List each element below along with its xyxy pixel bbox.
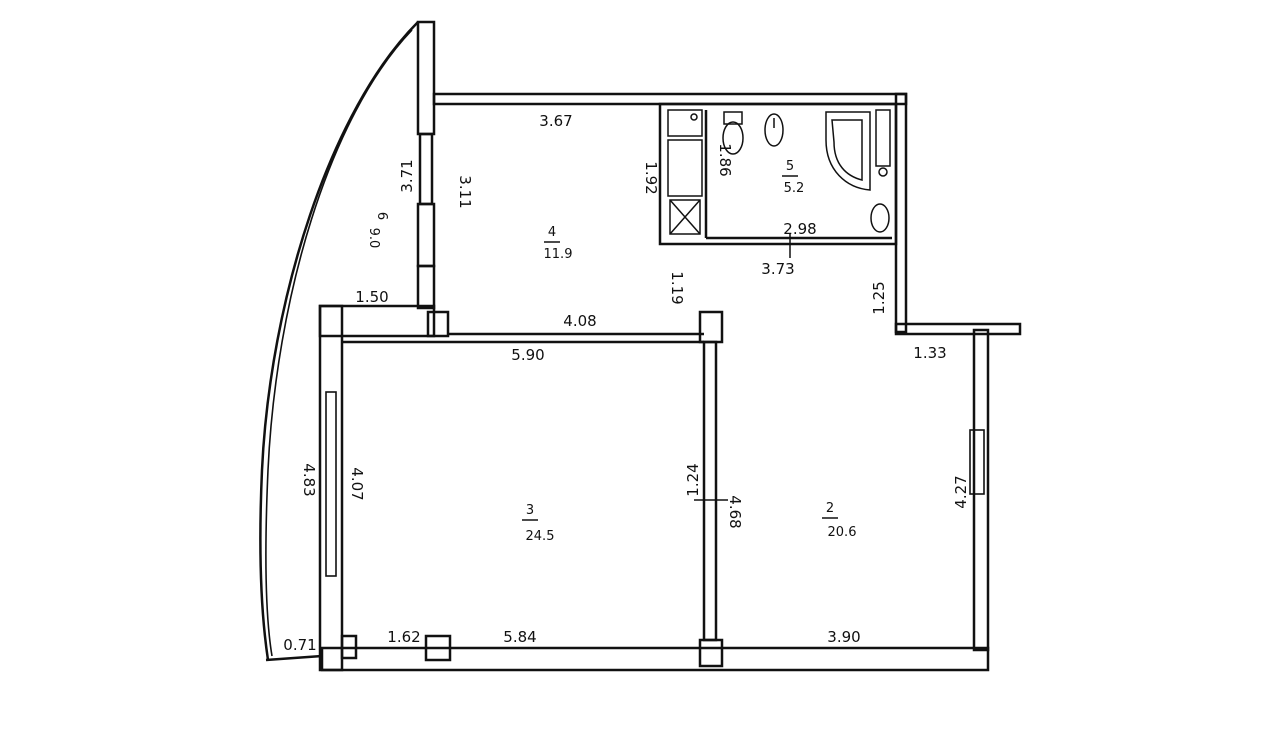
room-number-balcony: 6 (374, 212, 389, 220)
room-area-5: 5.2 (784, 181, 805, 196)
right-step-wall (894, 322, 1022, 336)
room-label-2: 2 20.6 (822, 501, 856, 540)
shower-cabinet (875, 109, 891, 167)
balcony-wall-mid (418, 132, 434, 206)
dim-left-inner: 4.07 (348, 467, 366, 500)
balcony-wall-bottom (416, 264, 436, 310)
top-wall (432, 92, 908, 106)
dim-partition-left: 1.24 (684, 463, 702, 496)
bidet-icon (764, 113, 784, 147)
dim-step: 1.33 (913, 344, 946, 362)
dim-room3-top-outer: 4.08 (563, 312, 596, 330)
dim-balcony-stub: 1.50 (355, 288, 388, 306)
room-area-2: 20.6 (828, 525, 857, 540)
dim-right-lower: 4.27 (952, 475, 970, 508)
left-window (325, 391, 337, 577)
dim-room3-top-inner: 5.90 (511, 346, 544, 364)
room-label-4: 4 11.9 (544, 225, 573, 262)
toilet-tank (723, 111, 743, 125)
column-top (698, 310, 724, 344)
room3-top-wall (318, 304, 436, 338)
dim-partition-right: 4.68 (726, 495, 744, 528)
right-wall-lower (972, 328, 990, 652)
balcony-curve-inner (265, 29, 413, 657)
stove-cross-b (669, 199, 701, 235)
sink-icon (690, 113, 698, 121)
stove-icon (669, 199, 701, 235)
right-wall-upper (894, 92, 908, 334)
partition-wall (702, 340, 718, 642)
room-number-4: 4 (548, 225, 556, 240)
kitchen-cabinet (667, 139, 703, 197)
right-window (969, 429, 985, 495)
radiator-block (424, 634, 452, 662)
dim-balcony-wall: 3.71 (398, 159, 416, 192)
room-number-2: 2 (826, 501, 834, 516)
toilet-icon (722, 121, 744, 155)
dim-balcony-bottom: 0.71 (283, 636, 316, 654)
room-area-3: 24.5 (526, 529, 555, 544)
bathtub-icon (825, 111, 871, 191)
dim-hall-width: 3.73 (761, 260, 794, 278)
bottom-wall (320, 646, 990, 672)
room-area-balcony: 9.0 (366, 228, 381, 249)
dim-bath-width: 2.98 (783, 220, 816, 238)
room-area-4: 11.9 (544, 247, 573, 262)
bathtub-inner (831, 119, 863, 181)
room-number-3: 3 (526, 503, 534, 518)
corner-block (340, 634, 358, 660)
column-small (426, 310, 450, 338)
bathroom-walls (658, 102, 898, 246)
kitchen-counter (667, 109, 703, 137)
room-label-5: 5 5.2 (782, 159, 804, 196)
drain-icon (878, 167, 888, 177)
dim-room3-bottom: 5.84 (503, 628, 536, 646)
dim-room2-bottom: 3.90 (827, 628, 860, 646)
room-label-balcony: 6 9.0 (366, 212, 389, 248)
washbasin-icon (870, 203, 890, 233)
balcony-bottom-edge (265, 654, 323, 662)
dim-kitchen-left: 3.11 (456, 175, 474, 208)
column-bottom (698, 638, 724, 668)
dim-bath-depth: 1.86 (716, 143, 734, 176)
dim-kitchen-counter: 1.92 (642, 161, 660, 194)
left-wall (318, 304, 344, 672)
balcony-wall-low (416, 202, 436, 268)
room-number-5: 5 (786, 159, 794, 174)
dim-right-upper: 1.25 (870, 281, 888, 314)
dim-radiator: 1.62 (387, 628, 420, 646)
dim-opening: 1.19 (668, 271, 686, 304)
dim-top-kitchen: 3.67 (539, 112, 572, 130)
dim-left-outer: 4.83 (300, 463, 318, 496)
balcony-wall-top (416, 20, 436, 136)
room-label-3: 3 24.5 (522, 503, 554, 544)
